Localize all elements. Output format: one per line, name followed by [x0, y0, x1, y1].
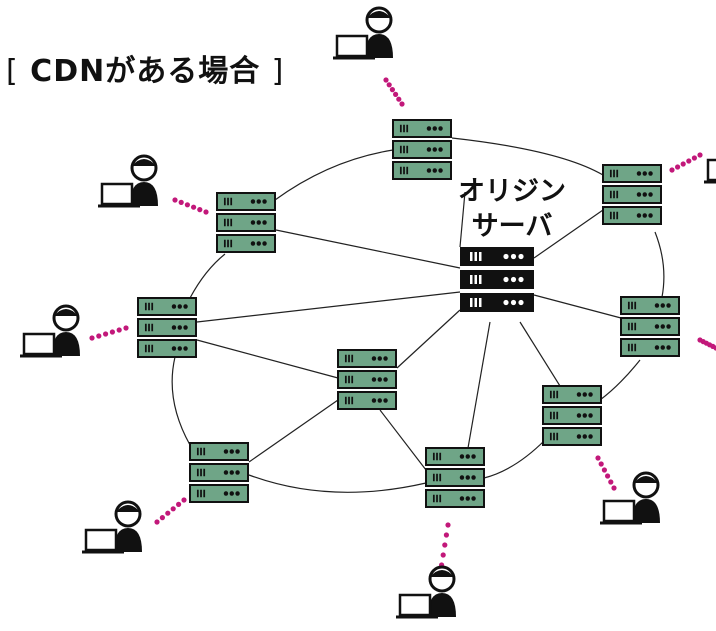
- edge-server-icon: [602, 164, 662, 225]
- origin-server-label: オリジン サーバ: [456, 174, 568, 244]
- user-link-dot: [383, 77, 389, 83]
- network-link: [196, 291, 461, 323]
- ring-link: [483, 439, 546, 479]
- user-link-dot: [123, 325, 129, 331]
- ring-link: [171, 356, 191, 446]
- user-link-dot: [386, 82, 392, 88]
- diagram-title: [ CDNがある場合 ]: [6, 46, 284, 90]
- user-link-dot: [181, 497, 187, 503]
- ring-link: [189, 253, 226, 299]
- user-link-dot: [598, 461, 604, 467]
- user-link-dot: [443, 532, 449, 538]
- user-at-laptop-icon: [396, 565, 456, 619]
- user-link-dot: [96, 333, 102, 339]
- ring-link: [654, 231, 665, 298]
- user-link-dot: [172, 197, 178, 203]
- network-link: [275, 229, 461, 269]
- user-link-dot: [154, 519, 160, 525]
- user-link-dot: [399, 101, 405, 107]
- edge-server-icon: [620, 296, 680, 357]
- edge-server-icon: [392, 119, 452, 180]
- user-link-dot: [605, 473, 611, 479]
- user-link-dot: [159, 515, 165, 521]
- edge-server-icon: [137, 297, 197, 358]
- user-link-dot: [686, 158, 692, 164]
- ring-link: [248, 474, 427, 493]
- user-at-laptop-icon: [82, 500, 142, 554]
- ring-link: [599, 359, 641, 401]
- user-link-dot: [611, 485, 617, 491]
- network-link: [533, 209, 604, 259]
- user-link-dot: [680, 161, 686, 167]
- network-link: [248, 399, 339, 463]
- user-link-dot: [165, 510, 171, 516]
- network-link: [459, 191, 466, 248]
- title-text: CDNがある場合: [30, 54, 261, 89]
- network-link: [396, 309, 461, 369]
- edge-server-icon: [542, 385, 602, 446]
- user-link-dot: [89, 335, 95, 341]
- user-at-laptop-icon: [20, 304, 80, 358]
- network-link: [379, 409, 427, 471]
- network-links: [171, 137, 665, 493]
- user-link-dot: [675, 164, 681, 170]
- user-link-dot: [442, 542, 448, 548]
- network-link: [533, 294, 622, 319]
- user-link-dot: [601, 467, 608, 473]
- user-link-dot: [197, 207, 203, 213]
- origin-server-icon: [460, 247, 534, 312]
- origin-label-line1: オリジン: [458, 176, 566, 207]
- origin-label-line2: サーバ: [471, 211, 553, 242]
- ring-link: [451, 137, 604, 176]
- user-link-dot: [203, 209, 209, 215]
- user-link-dot: [176, 501, 182, 507]
- user-at-laptop-icon: [333, 6, 393, 60]
- user-link-dot: [178, 199, 184, 205]
- edge-server-icon: [216, 192, 276, 253]
- user-link-dot: [697, 152, 703, 158]
- edge-server-icon: [425, 447, 485, 508]
- user-link-dot: [191, 204, 197, 210]
- user-link-dot: [393, 91, 399, 97]
- user-link-dot: [170, 506, 176, 512]
- user-link-dot: [691, 155, 698, 161]
- user-at-laptop-icon: [600, 471, 660, 525]
- title-close-bracket: ]: [271, 54, 285, 89]
- users: [20, 6, 716, 619]
- user-link-dot: [445, 522, 451, 528]
- user-link-dot: [440, 552, 446, 558]
- user-link-dot: [713, 345, 716, 351]
- edge-server-icon: [189, 442, 249, 503]
- user-at-laptop-icon: [98, 154, 158, 208]
- user-link-dot: [595, 455, 601, 461]
- network-link: [196, 339, 339, 379]
- edge-server-icon: [337, 349, 397, 410]
- user-link-dot: [116, 327, 122, 333]
- user-link-dot: [389, 87, 395, 93]
- network-link: [467, 321, 491, 449]
- network-link: [519, 321, 561, 387]
- servers: [137, 119, 680, 508]
- user-link-dot: [608, 479, 614, 485]
- title-open-bracket: [: [6, 54, 19, 89]
- user-at-laptop-icon: [704, 158, 716, 184]
- user-link-dot: [669, 167, 675, 173]
- user-link-dot: [109, 329, 115, 335]
- ring-link: [274, 149, 394, 201]
- user-link-dot: [103, 331, 109, 337]
- user-link-dot: [396, 96, 402, 102]
- user-link-dot: [184, 202, 190, 208]
